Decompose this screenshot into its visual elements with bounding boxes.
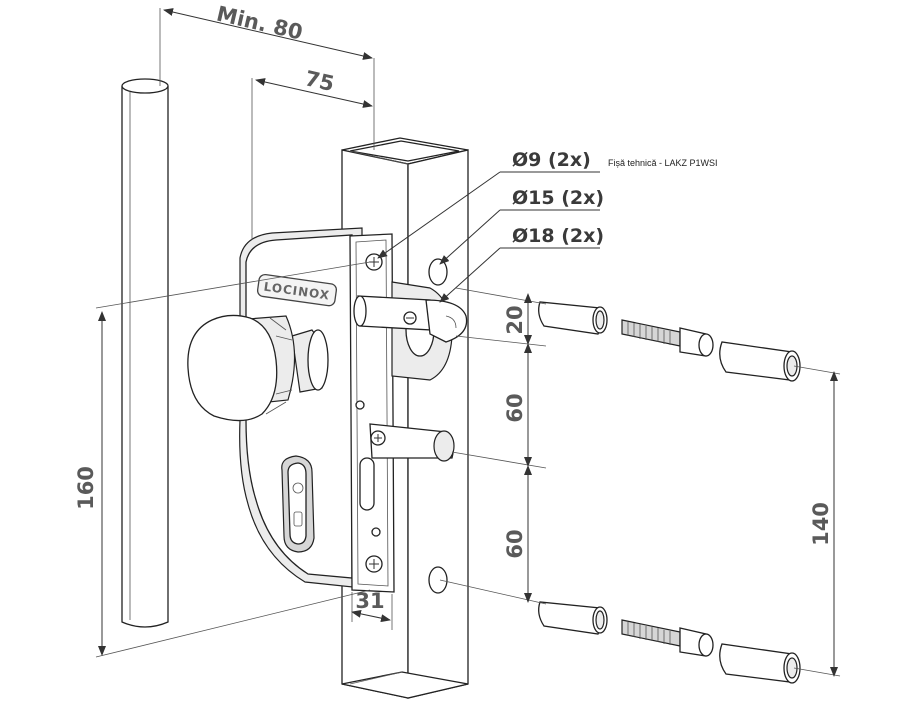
dim-min-80: Min. 80 (214, 2, 305, 45)
callout-hole-18: Ø18 (2x) (512, 225, 604, 247)
euro-cylinder (281, 455, 315, 553)
latch-bolt (353, 281, 468, 381)
dim-20: 20 (503, 305, 527, 334)
upper-fixing-set (538, 301, 801, 382)
faceplate (349, 233, 395, 593)
callout-hole-15: Ø15 (2x) (512, 187, 604, 209)
lower-fixing-set (538, 601, 801, 684)
round-post (121, 78, 169, 628)
sheet-caption: Fișă tehnică - LAKZ P1WSI (608, 158, 718, 168)
dim-160: 160 (74, 466, 98, 510)
callout-hole-9: Ø9 (2x) (512, 149, 591, 171)
dead-bolt (369, 423, 455, 462)
dim-140: 140 (809, 502, 833, 546)
dim-60-upper: 60 (503, 393, 527, 422)
dim-31: 31 (355, 589, 384, 613)
dimension-lines (95, 8, 841, 677)
turn-knob (187, 314, 329, 422)
dim-60-lower: 60 (503, 529, 527, 558)
